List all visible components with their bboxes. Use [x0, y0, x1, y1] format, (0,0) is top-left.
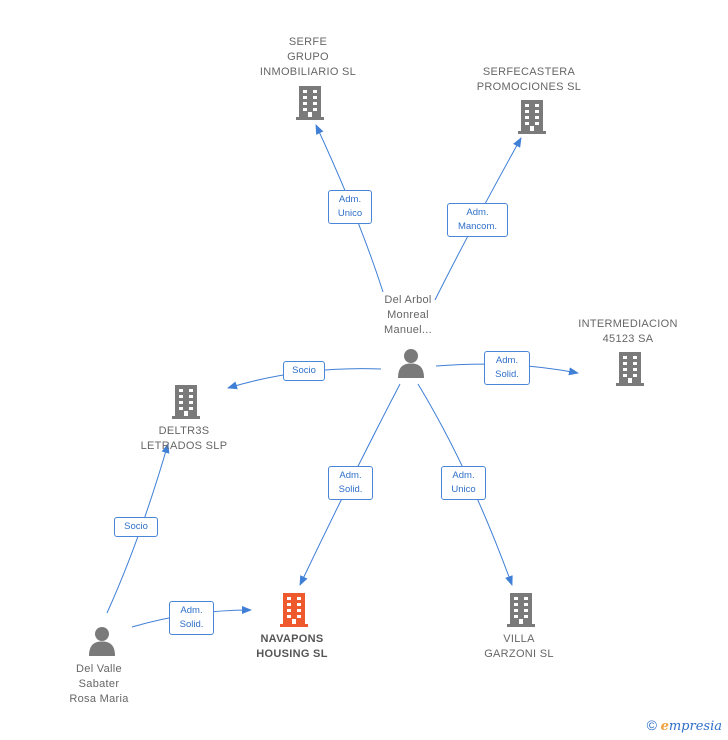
- node-label-serfe-grupo[interactable]: SERFE GRUPO INMOBILIARIO SL: [259, 36, 357, 78]
- node-label-deltr3s[interactable]: DELTR3S LETRADOS SLP: [140, 425, 228, 452]
- edge-label-adm-unico: Adm. Unico: [441, 466, 486, 500]
- person-icon: [398, 349, 424, 378]
- edge-label-socio: Socio: [114, 517, 158, 537]
- node-label-del-valle[interactable]: Del Valle Sabater Rosa Maria: [69, 663, 129, 705]
- footer-credit: © empresia: [647, 717, 722, 734]
- building-icon: [296, 86, 324, 120]
- building-icon: [507, 593, 535, 627]
- edge-label-adm-solid: Adm. Solid.: [328, 466, 373, 500]
- node-label-intermediacion[interactable]: INTERMEDIACION 45123 SA: [578, 318, 678, 345]
- brand-logo[interactable]: empresia: [660, 719, 722, 734]
- edge-label-adm-unico: Adm. Unico: [328, 190, 372, 224]
- node-label-navapons[interactable]: NAVAPONS HOUSING SL: [256, 633, 328, 660]
- building-icon: [172, 385, 200, 419]
- person-icon: [89, 627, 115, 656]
- node-label-serfecastera[interactable]: SERFECASTERA PROMOCIONES SL: [476, 66, 582, 93]
- node-label-del-arbol[interactable]: Del Arbol Monreal Manuel...: [384, 294, 432, 336]
- edge-label-socio: Socio: [283, 361, 325, 381]
- building-icon: [616, 352, 644, 386]
- building-icon: [280, 593, 308, 627]
- edge-label-adm-solid: Adm. Solid.: [484, 351, 530, 385]
- edge-label-adm-mancom: Adm. Mancom.: [447, 203, 508, 237]
- copyright-icon: ©: [646, 717, 657, 733]
- node-label-villa-garzoni[interactable]: VILLA GARZONI SL: [484, 633, 554, 660]
- building-icon: [518, 100, 546, 134]
- edge-label-adm-solid: Adm. Solid.: [169, 601, 214, 635]
